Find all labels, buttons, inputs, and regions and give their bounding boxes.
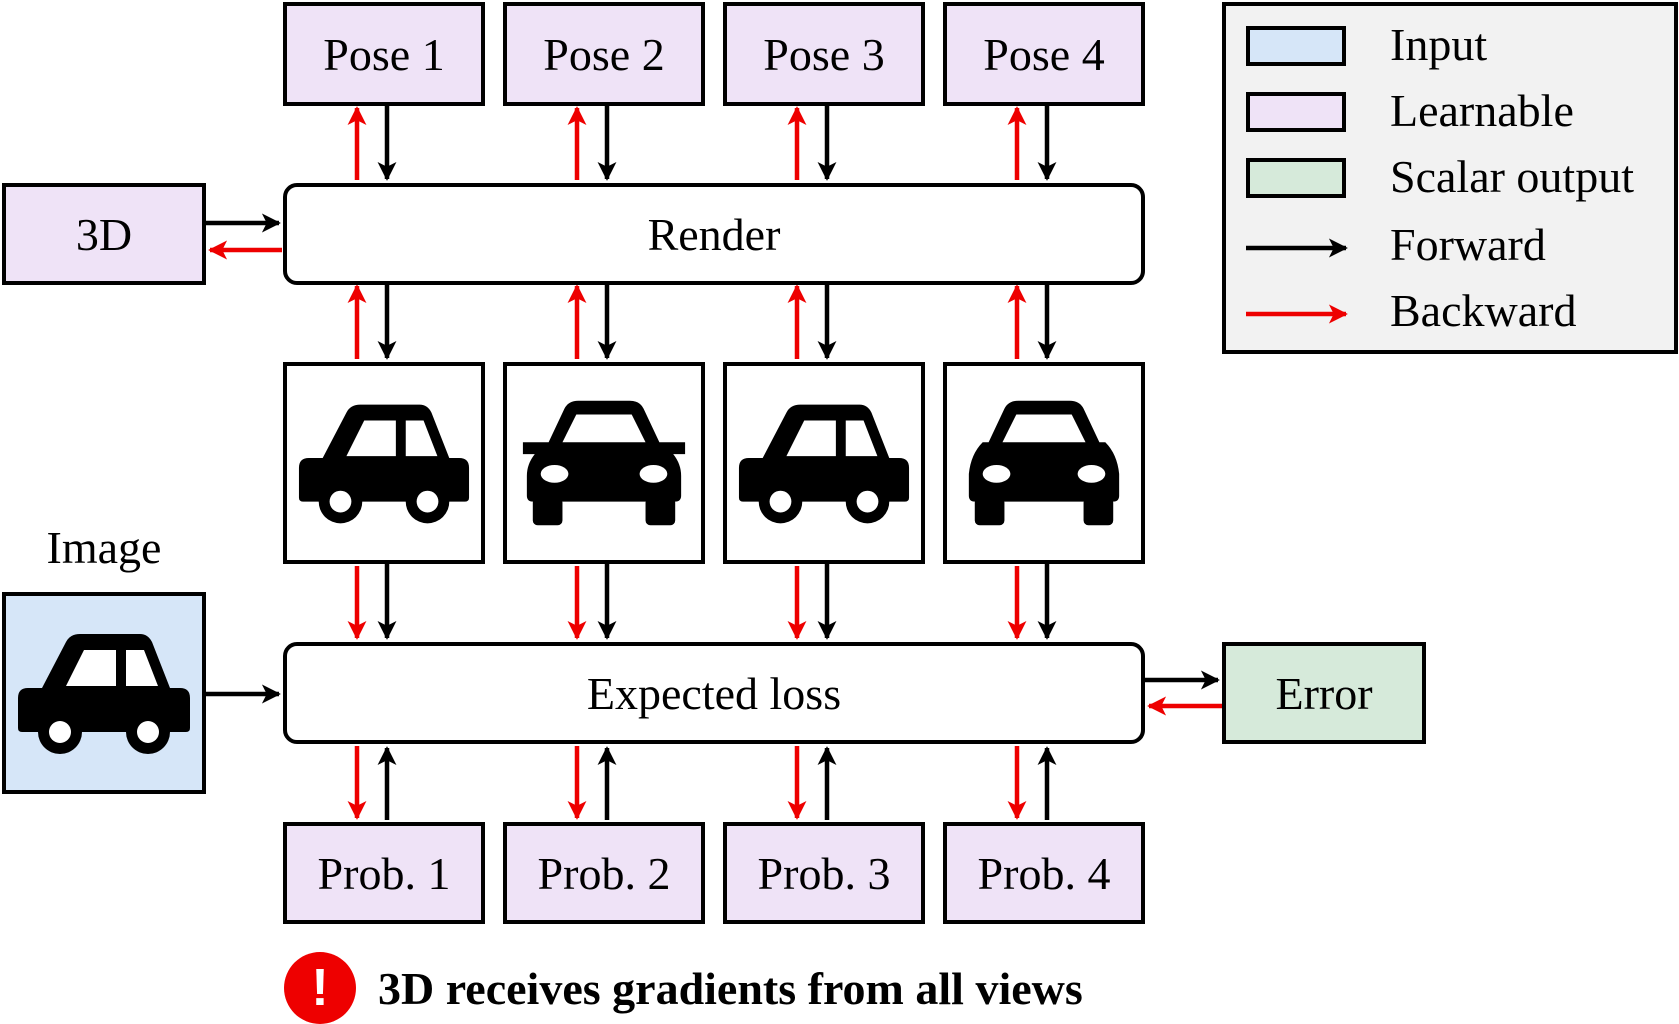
legend: Input Learnable Scalar output Forward Ba…	[1222, 2, 1678, 354]
legend-backward-arrow-icon	[1246, 304, 1348, 324]
three-d-box: 3D	[2, 183, 206, 285]
legend-swatch-input	[1246, 26, 1346, 66]
render-label: Render	[647, 208, 781, 260]
rendered-view-2	[503, 362, 705, 564]
prob-box-2: Prob. 2	[503, 822, 705, 924]
car-side-icon	[298, 404, 470, 524]
prob-label: Prob. 1	[317, 847, 451, 899]
input-image-box	[2, 592, 206, 794]
car-front-icon	[522, 400, 686, 526]
legend-swatch-learnable	[1246, 92, 1346, 132]
legend-label-forward: Forward	[1390, 219, 1546, 270]
pose-label: Pose 4	[983, 28, 1105, 80]
prob-label: Prob. 4	[977, 847, 1111, 899]
prob-box-1: Prob. 1	[283, 822, 485, 924]
image-label: Image	[46, 522, 162, 573]
prob-label: Prob. 3	[757, 847, 891, 899]
rendered-view-4	[943, 362, 1145, 564]
render-box: Render	[283, 183, 1145, 285]
pose-label: Pose 1	[323, 28, 445, 80]
expected-loss-box: Expected loss	[283, 642, 1145, 744]
error-box: Error	[1222, 642, 1426, 744]
exclamation-icon: !	[284, 952, 356, 1024]
legend-label-input: Input	[1390, 19, 1488, 70]
gradient-note-text: 3D receives gradients from all views	[378, 962, 1083, 1014]
flow-arrows	[206, 106, 1222, 820]
pose-box-4: Pose 4	[943, 2, 1145, 106]
pose-box-3: Pose 3	[723, 2, 925, 106]
error-label: Error	[1275, 667, 1373, 719]
three-d-label: 3D	[75, 208, 133, 260]
legend-swatch-scalar	[1246, 158, 1346, 198]
car-front-icon	[968, 400, 1120, 526]
legend-forward-arrow-icon	[1246, 238, 1348, 258]
pose-label: Pose 2	[543, 28, 665, 80]
legend-label-learnable: Learnable	[1390, 85, 1574, 136]
legend-label-backward: Backward	[1390, 285, 1577, 336]
car-side-icon	[18, 634, 190, 754]
legend-label-scalar: Scalar output	[1390, 151, 1634, 202]
rendered-view-1	[283, 362, 485, 564]
car-side-icon	[738, 404, 910, 524]
pose-box-1: Pose 1	[283, 2, 485, 106]
prob-label: Prob. 2	[537, 847, 671, 899]
expected-loss-label: Expected loss	[586, 667, 842, 719]
prob-box-3: Prob. 3	[723, 822, 925, 924]
prob-box-4: Prob. 4	[943, 822, 1145, 924]
pose-box-2: Pose 2	[503, 2, 705, 106]
rendered-view-3	[723, 362, 925, 564]
pose-label: Pose 3	[763, 28, 885, 80]
gradient-note: ! 3D receives gradients from all views	[284, 952, 1083, 1024]
